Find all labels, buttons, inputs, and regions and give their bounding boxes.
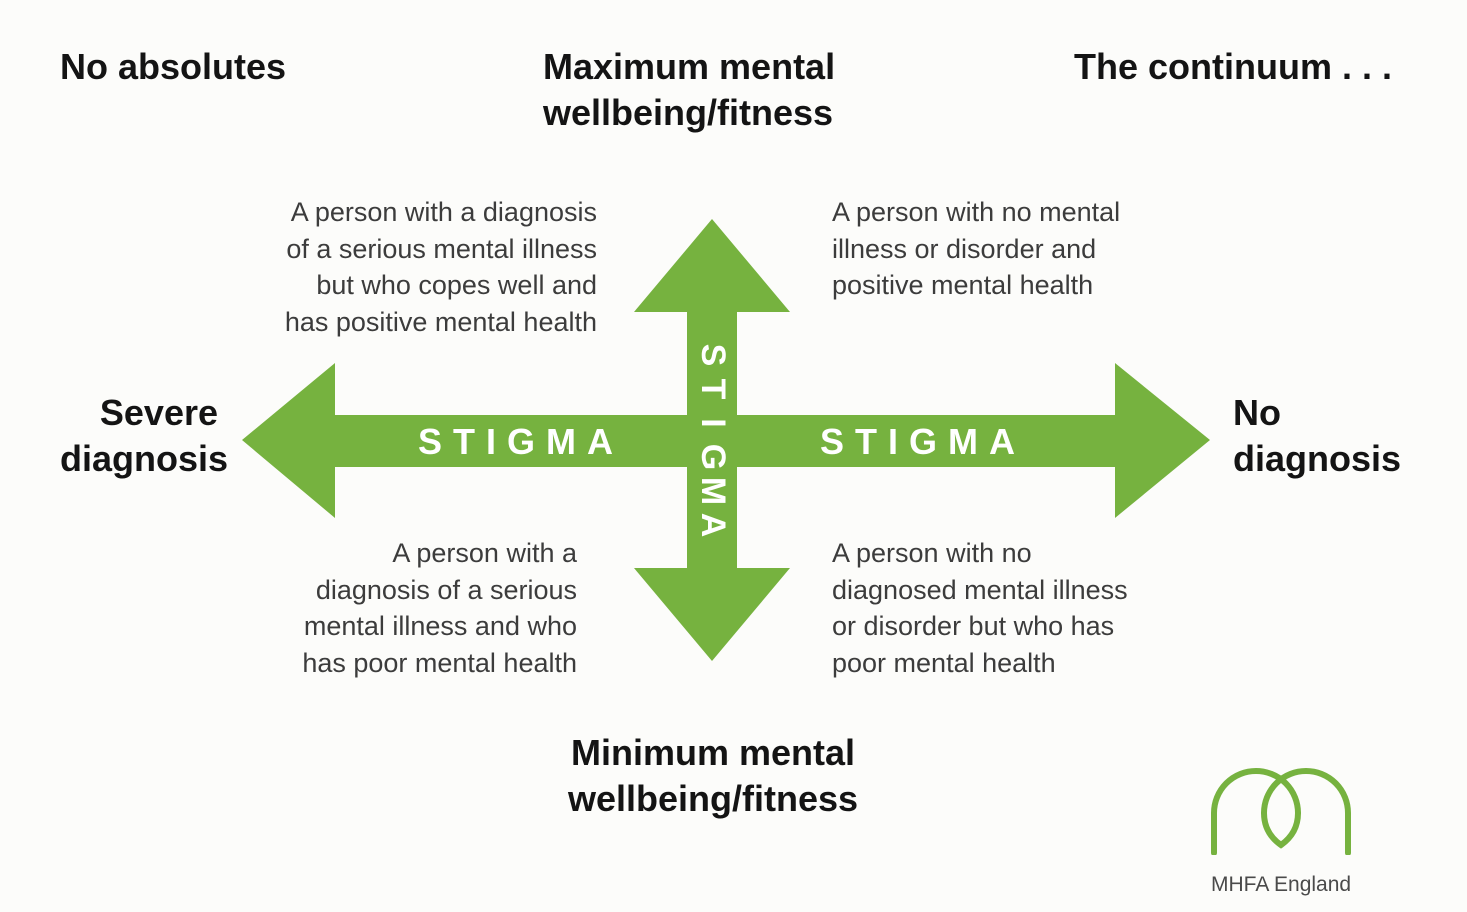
corner-label-continuum: The continuum . . . — [1074, 46, 1392, 87]
mhfa-logo-icon — [1211, 768, 1351, 855]
stigma-letter: S — [694, 343, 732, 367]
stigma-letter: A — [694, 512, 732, 538]
quadrant-top-left-text: A person with a diagnosis of a serious m… — [284, 197, 597, 337]
stigma-letter: M — [694, 476, 732, 506]
stigma-letter: T — [694, 378, 732, 400]
quadrant-bottom-right-text: A person with no diagnosed mental illnes… — [832, 538, 1128, 678]
stigma-label-left: STIGMA — [418, 421, 624, 462]
bottom-axis-label: Minimum mental wellbeing/fitness — [567, 732, 859, 819]
left-axis-label: Severe diagnosis — [60, 392, 229, 479]
quadrant-top-right-text: A person with no mental illness or disor… — [832, 197, 1121, 300]
stigma-letter: G — [694, 443, 732, 471]
stigma-label-right: STIGMA — [820, 421, 1026, 462]
quadrant-bottom-left-text: A person with a diagnosis of a serious m… — [302, 538, 577, 678]
stigma-letter: I — [694, 418, 732, 428]
stigma-label-vertical: S T I G M A — [694, 338, 732, 542]
top-axis-label: Maximum mental wellbeing/fitness — [543, 46, 836, 133]
mhfa-logo-text: MHFA England — [1211, 873, 1352, 896]
vertical-double-arrow — [634, 219, 790, 661]
right-axis-label: No diagnosis — [1233, 392, 1402, 479]
corner-label-no-absolutes: No absolutes — [60, 46, 287, 87]
